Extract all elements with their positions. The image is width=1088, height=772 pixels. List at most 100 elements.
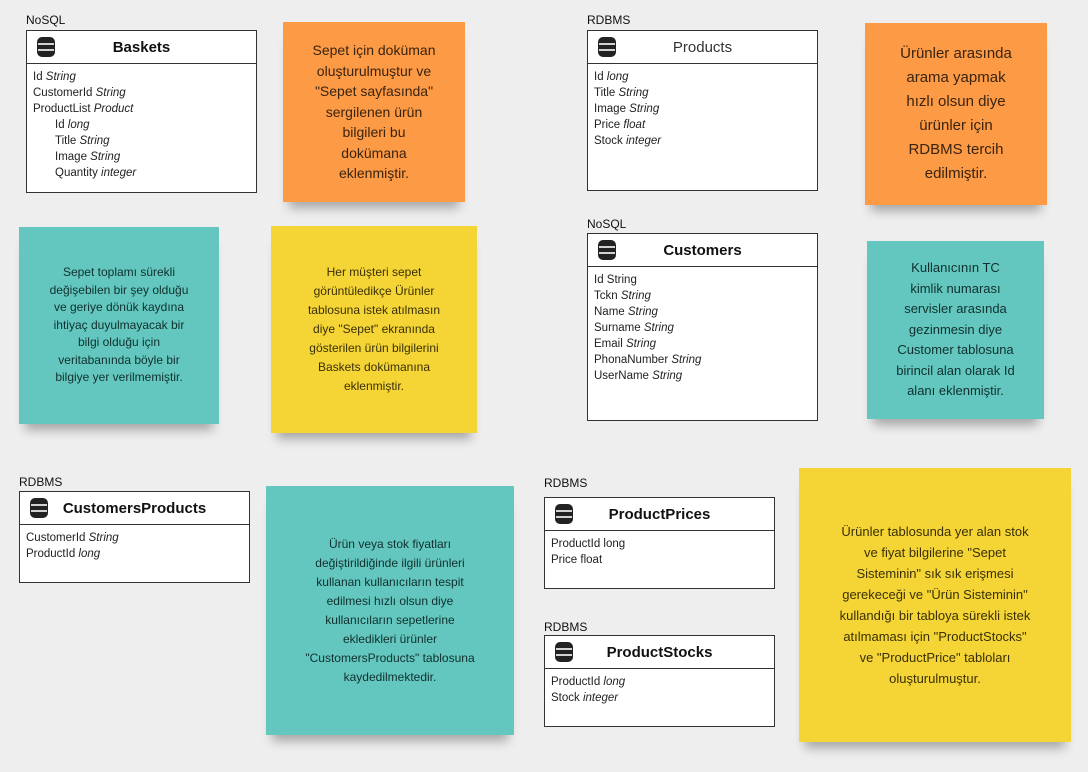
field-name: Tckn bbox=[594, 290, 621, 302]
field-name: Quantity bbox=[55, 167, 102, 179]
products-db-type: RDBMS bbox=[587, 13, 631, 27]
field-type: String bbox=[671, 354, 702, 366]
baskets-header: Baskets bbox=[27, 31, 256, 64]
product-stocks-title: ProductStocks bbox=[606, 643, 713, 661]
products-title: Products bbox=[672, 38, 733, 56]
field-type: String bbox=[620, 290, 651, 302]
note-text: Kullanıcının TC kimlik numarası servisle… bbox=[896, 260, 1015, 399]
field-name: Price bbox=[551, 554, 581, 566]
field-type: long bbox=[78, 548, 101, 560]
note-text: Ürün veya stok fiyatları değiştirildiğin… bbox=[305, 536, 475, 684]
field-price: Price float bbox=[551, 552, 768, 568]
field-type: String bbox=[627, 306, 658, 318]
field-image: Image String bbox=[594, 101, 811, 117]
field-customerid: CustomerId String bbox=[26, 530, 243, 546]
sticky-note-product-tables[interactable]: Ürünler tablosunda yer alan stok ve fiya… bbox=[799, 468, 1071, 742]
field-email: Email String bbox=[594, 336, 811, 352]
field-type: float bbox=[580, 554, 603, 566]
baskets-title: Baskets bbox=[112, 38, 171, 56]
baskets-db-type: NoSQL bbox=[26, 13, 66, 27]
product-prices-db-type: RDBMS bbox=[544, 476, 588, 490]
product-prices-header: ProductPrices bbox=[545, 498, 774, 531]
field-name: UserName bbox=[594, 370, 653, 382]
field-type: String bbox=[606, 274, 637, 286]
field-name: Stock bbox=[551, 692, 583, 704]
field-stock: Stock integer bbox=[551, 690, 768, 706]
field-title: Title String bbox=[33, 133, 250, 149]
field-id: Id String bbox=[33, 69, 250, 85]
field-type: String bbox=[643, 322, 674, 334]
field-name: Stock bbox=[594, 135, 626, 147]
field-phonanumber: PhonaNumber String bbox=[594, 352, 811, 368]
field-name: Price bbox=[594, 119, 624, 131]
field-type: String bbox=[629, 103, 660, 115]
field-name: Id bbox=[594, 274, 607, 286]
product-stocks-header: ProductStocks bbox=[545, 636, 774, 669]
field-type: integer bbox=[625, 135, 662, 147]
field-name: CustomerId bbox=[26, 532, 89, 544]
field-type: String bbox=[625, 338, 656, 350]
field-name: ProductId bbox=[551, 538, 604, 550]
sticky-note-basket-document[interactable]: Sepet için doküman oluşturulmuştur ve "S… bbox=[283, 22, 465, 202]
field-id: Id long bbox=[594, 69, 811, 85]
field-name: Id bbox=[594, 71, 607, 83]
field-type: String bbox=[652, 370, 683, 382]
sticky-note-basket-total[interactable]: Sepet toplamı sürekli değişebilen bir şe… bbox=[19, 227, 219, 424]
field-name: Surname bbox=[594, 322, 644, 334]
note-text: Sepet toplamı sürekli değişebilen bir şe… bbox=[49, 265, 189, 385]
field-title: Title String bbox=[594, 85, 811, 101]
customers-products-header: CustomersProducts bbox=[20, 492, 249, 525]
sticky-note-basket-view[interactable]: Her müşteri sepet görüntüledikçe Ürünler… bbox=[271, 226, 477, 433]
customers-title: Customers bbox=[663, 241, 742, 259]
field-productlist: ProductList Product bbox=[33, 101, 250, 117]
field-name: Title bbox=[55, 135, 80, 147]
sticky-note-rdbms-choice[interactable]: Ürünler arasında arama yapmak hızlı olsu… bbox=[865, 23, 1047, 205]
field-image: Image String bbox=[33, 149, 250, 165]
field-name: Id bbox=[55, 119, 68, 131]
field-type: long bbox=[606, 71, 629, 83]
product-stocks-db-type: RDBMS bbox=[544, 620, 588, 634]
product-prices-title: ProductPrices bbox=[608, 505, 711, 523]
customers-products-db-type: RDBMS bbox=[19, 475, 63, 489]
sticky-note-customers-products[interactable]: Ürün veya stok fiyatları değiştirildiğin… bbox=[266, 486, 514, 735]
note-text: Ürünler tablosunda yer alan stok ve fiya… bbox=[839, 524, 1031, 686]
customers-products-title: CustomersProducts bbox=[62, 499, 207, 517]
field-id: Id long bbox=[33, 117, 250, 133]
field-name: Email bbox=[594, 338, 626, 350]
field-type: String bbox=[90, 151, 121, 163]
field-quantity: Quantity integer bbox=[33, 165, 250, 181]
field-type: String bbox=[79, 135, 110, 147]
field-price: Price float bbox=[594, 117, 811, 133]
field-name: Name bbox=[594, 306, 628, 318]
sticky-note-customer-id[interactable]: Kullanıcının TC kimlik numarası servisle… bbox=[867, 241, 1044, 419]
note-text: Sepet için doküman oluşturulmuştur ve "S… bbox=[312, 42, 436, 182]
field-type: long bbox=[67, 119, 90, 131]
products-header: Products bbox=[588, 31, 817, 64]
note-text: Ürünler arasında arama yapmak hızlı olsu… bbox=[900, 45, 1012, 182]
field-name: Image bbox=[594, 103, 630, 115]
field-surname: Surname String bbox=[594, 320, 811, 336]
field-name: CustomerId bbox=[33, 87, 96, 99]
field-type: Product bbox=[93, 103, 134, 115]
field-type: String bbox=[618, 87, 649, 99]
field-name: ProductId bbox=[26, 548, 79, 560]
field-type: integer bbox=[101, 167, 137, 179]
field-username: UserName String bbox=[594, 368, 811, 384]
field-type: String bbox=[45, 71, 76, 83]
field-type: String bbox=[95, 87, 126, 99]
note-text: Her müşteri sepet görüntüledikçe Ürünler… bbox=[307, 265, 441, 393]
customers-db-type: NoSQL bbox=[587, 217, 627, 231]
field-type: long bbox=[603, 676, 626, 688]
field-productid: ProductId long bbox=[26, 546, 243, 562]
